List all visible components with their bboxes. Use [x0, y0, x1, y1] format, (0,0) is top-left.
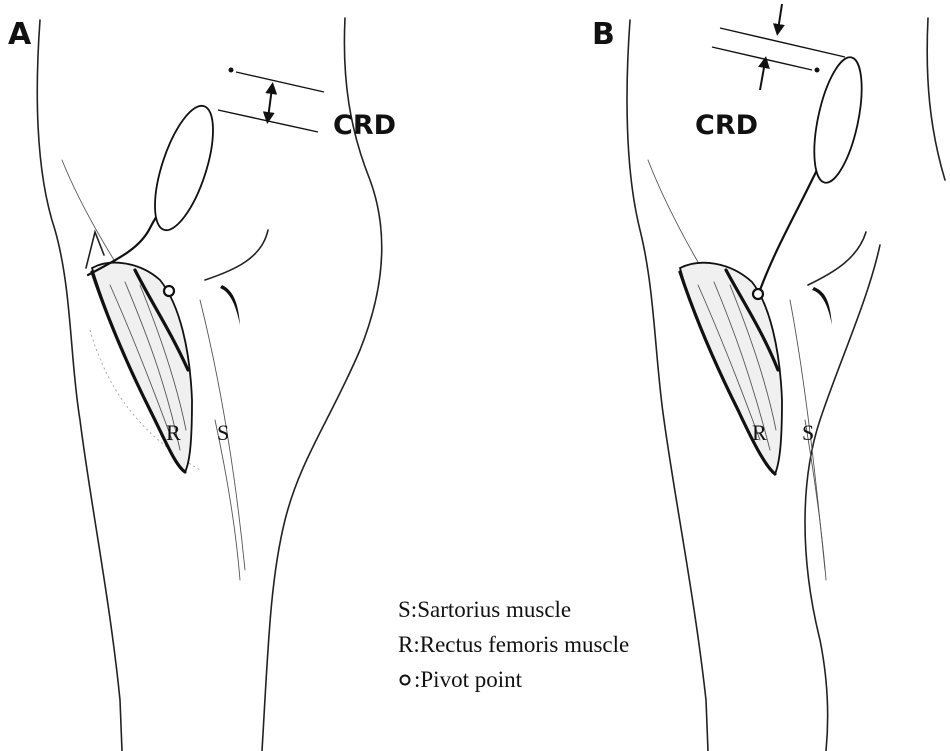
panel-a-pedicle-tip [86, 232, 104, 268]
panel-b-crd-reference-point [815, 68, 820, 73]
panel-b-crd-arrow-down [778, 4, 782, 30]
panel-b-crd-label: CRD [695, 110, 758, 141]
panel-b-crd-line-bottom [712, 47, 812, 70]
legend-symbol-r: R: [398, 632, 420, 657]
panel-a-crd-arrow [268, 88, 272, 118]
panel-a-island-disc [143, 99, 225, 236]
legend-text-rectus: Rectus femoris muscle [420, 632, 630, 657]
legend-symbol-s: S: [398, 597, 417, 622]
panel-b-label-s: S [802, 420, 814, 445]
legend-item-rectus: R:Rectus femoris muscle [398, 632, 629, 657]
panel-b: B CRD R S [592, 4, 945, 751]
panel-b-crd-arrow-up [760, 62, 765, 90]
panel-a: A CRD R S [8, 17, 396, 751]
panel-a-label-s: S [217, 420, 229, 445]
panel-a-pivot-point [164, 286, 174, 296]
legend-text-pivot: :Pivot point [414, 667, 523, 692]
panel-b-rectus-flap [680, 263, 782, 474]
legend-text-sartorius: Sartorius muscle [417, 597, 571, 622]
legend-item-sartorius: S:Sartorius muscle [398, 597, 571, 622]
panel-a-leg-left-outline [37, 20, 122, 751]
panel-a-groin-fold [205, 230, 268, 280]
panel-b-label: B [592, 17, 615, 52]
legend-pivot-icon [401, 676, 410, 685]
panel-b-island-disc [805, 53, 871, 187]
panel-b-groin-shadow [812, 287, 832, 325]
panel-b-pivot-point [753, 289, 763, 299]
panel-a-crd-line-top [236, 72, 324, 92]
legend: S:Sartorius muscle R:Rectus femoris musc… [398, 597, 629, 692]
panel-a-label-r: R [166, 420, 181, 445]
panel-b-groin-fold [808, 232, 866, 285]
panel-b-label-r: R [752, 420, 767, 445]
panel-a-label: A [8, 17, 32, 52]
panel-a-crd-reference-point [229, 68, 234, 73]
panel-b-leg-right-lower [805, 245, 880, 751]
panel-a-crd-label: CRD [333, 110, 396, 141]
panel-b-leg-right-outline [927, 18, 945, 180]
panel-a-groin-shadow [220, 285, 240, 325]
